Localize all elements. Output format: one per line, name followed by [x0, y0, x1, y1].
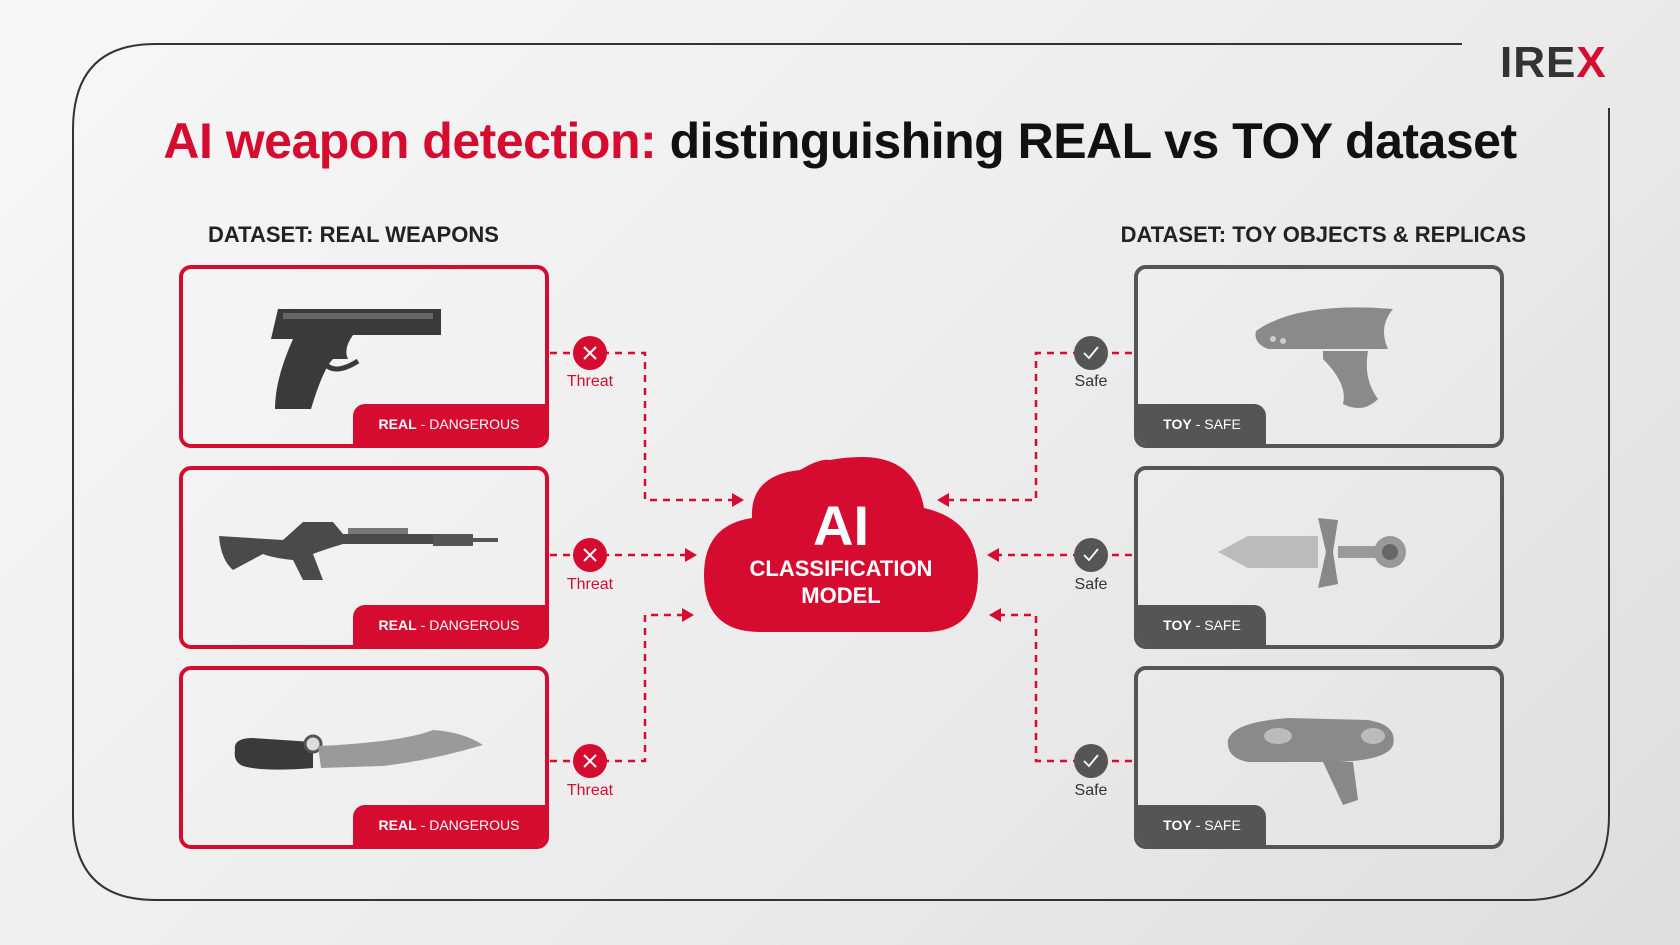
- toy-card-ray-gun: TOY- SAFE: [1134, 265, 1504, 448]
- toy-card-water-gun: TOY- SAFE: [1134, 666, 1504, 849]
- connector-lines: [550, 351, 1132, 763]
- safe-label: Safe: [1074, 576, 1108, 593]
- page-title: AI weapon detection: distinguishing REAL…: [163, 113, 1517, 169]
- threat-x-icon: [573, 538, 607, 572]
- threat-x-icon: [573, 744, 607, 778]
- threat-x-icon: [573, 336, 607, 370]
- knife-image: [234, 730, 483, 770]
- rifle-image: [219, 522, 498, 580]
- model-subtitle-2: MODEL: [801, 583, 881, 608]
- real-card-knife: REAL- DANGEROUS: [179, 666, 549, 849]
- section-heading-toy: DATASET: TOY OBJECTS & REPLICAS: [1120, 222, 1526, 247]
- pistol-image: [271, 309, 441, 409]
- toy-card-sword: TOY- SAFE: [1134, 466, 1504, 649]
- ai-cloud: [704, 457, 978, 632]
- safe-check-icon: [1074, 744, 1108, 778]
- real-card-pistol: REAL- DANGEROUS: [179, 265, 549, 448]
- safe-label: Safe: [1074, 373, 1108, 390]
- threat-label: Threat: [566, 576, 614, 593]
- irex-logo: IREX: [1500, 38, 1607, 87]
- real-card-rifle: REAL- DANGEROUS: [179, 466, 549, 649]
- safe-label: Safe: [1074, 782, 1108, 799]
- threat-label: Threat: [566, 373, 614, 390]
- threat-label: Threat: [566, 782, 614, 799]
- model-title: AI: [813, 494, 869, 557]
- section-heading-real: DATASET: REAL WEAPONS: [208, 222, 499, 247]
- safe-check-icon: [1074, 538, 1108, 572]
- ray-gun-image: [1255, 307, 1393, 408]
- water-gun-image: [1227, 718, 1394, 805]
- safe-check-icon: [1074, 336, 1108, 370]
- toy-sword-image: [1218, 518, 1406, 588]
- arrowheads: [682, 493, 1001, 622]
- model-subtitle-1: CLASSIFICATION: [749, 556, 933, 581]
